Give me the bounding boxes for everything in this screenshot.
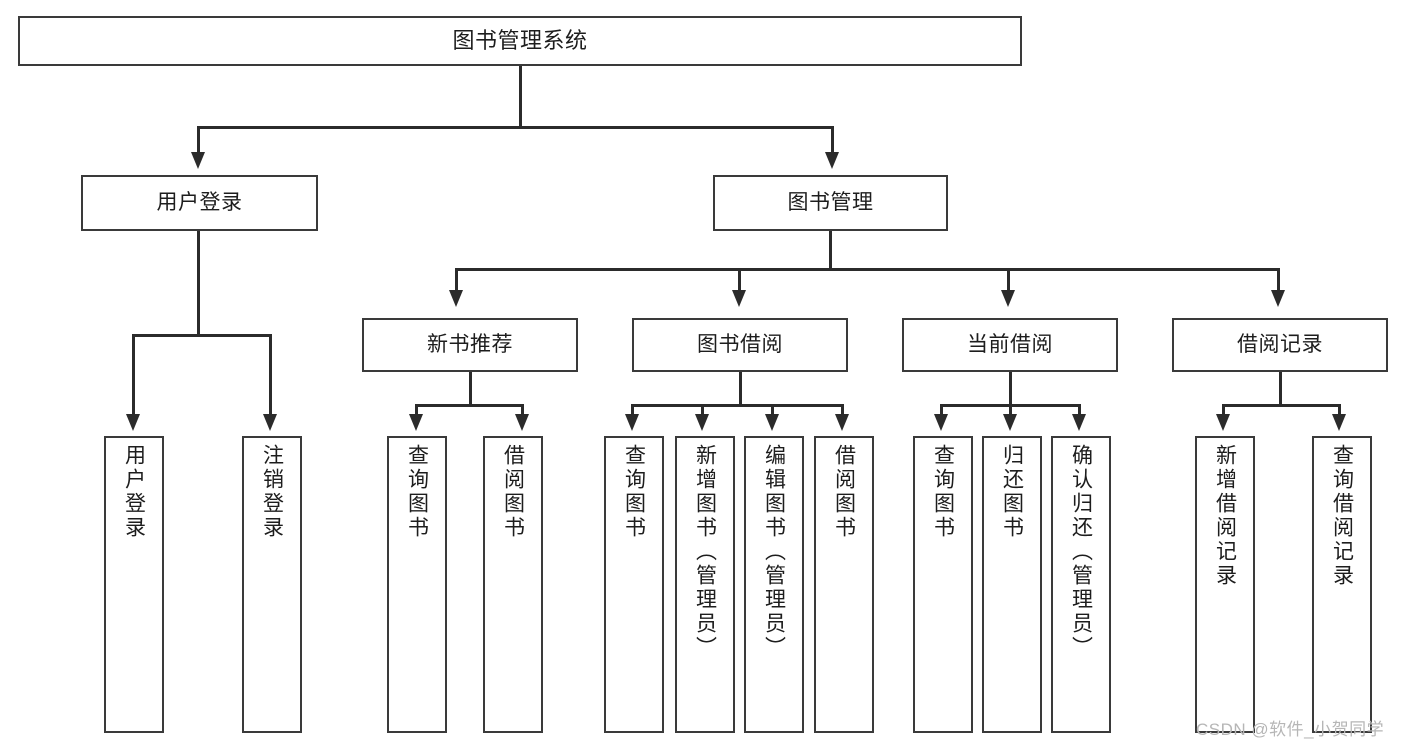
edge-book-manage-drop-3	[1007, 268, 1010, 292]
edge-book-borrow-bar	[631, 404, 844, 407]
edge-borrow-record-stem	[1279, 372, 1282, 406]
arrowhead-new-book-recommend	[449, 290, 463, 307]
edge-root-bar	[197, 126, 834, 129]
edge-book-manage-drop-1	[455, 268, 458, 292]
node-borrow-record[interactable]: 借阅记录	[1172, 318, 1388, 372]
node-label: 图书借阅	[697, 332, 783, 356]
leaf-borrow-book-recommend[interactable]: 借阅图书	[483, 436, 543, 733]
edge-borrow-record-bar	[1222, 404, 1340, 407]
arrowhead-leaf-user-login	[126, 414, 140, 431]
node-label: 新增图书（管理员）	[693, 444, 717, 660]
edge-new-book-drop-2	[521, 404, 524, 416]
edge-current-borrow-stem	[1009, 372, 1012, 406]
arrowhead-leaf-borrow-book-2	[835, 414, 849, 431]
leaf-add-book-admin[interactable]: 新增图书（管理员）	[675, 436, 735, 733]
node-label: 查询图书	[405, 444, 429, 540]
arrowhead-leaf-query-book-1	[409, 414, 423, 431]
leaf-logout[interactable]: 注销登录	[242, 436, 302, 733]
node-label: 图书管理系统	[452, 28, 588, 54]
node-label: 图书管理	[787, 190, 874, 214]
leaf-query-borrow-record[interactable]: 查询借阅记录	[1312, 436, 1372, 733]
leaf-edit-book-admin[interactable]: 编辑图书（管理员）	[744, 436, 804, 733]
edge-book-borrow-drop-3	[771, 404, 774, 416]
edge-user-login-bar	[132, 334, 272, 337]
node-label: 用户登录	[156, 190, 243, 214]
edge-user-login-drop-2	[269, 334, 272, 416]
edge-root-stem	[519, 66, 522, 127]
leaf-add-borrow-record[interactable]: 新增借阅记录	[1195, 436, 1255, 733]
node-label: 新书推荐	[427, 332, 513, 356]
node-user-login[interactable]: 用户登录	[81, 175, 318, 231]
node-label: 确认归还（管理员）	[1069, 444, 1093, 660]
node-label: 借阅图书	[832, 444, 856, 540]
edge-book-borrow-drop-1	[631, 404, 634, 416]
node-book-borrow[interactable]: 图书借阅	[632, 318, 848, 372]
arrowhead-book-borrow	[732, 290, 746, 307]
edge-current-borrow-drop-3	[1078, 404, 1081, 416]
leaf-query-book-recommend[interactable]: 查询图书	[387, 436, 447, 733]
node-label: 归还图书	[1000, 444, 1024, 540]
arrowhead-leaf-add-record	[1216, 414, 1230, 431]
arrowhead-leaf-query-book-2	[625, 414, 639, 431]
arrowhead-leaf-logout	[263, 414, 277, 431]
edge-borrow-record-drop-2	[1338, 404, 1341, 416]
node-label: 借阅图书	[501, 444, 525, 540]
node-current-borrow[interactable]: 当前借阅	[902, 318, 1118, 372]
edge-root-to-book-manage	[831, 126, 834, 154]
edge-book-borrow-drop-4	[841, 404, 844, 416]
arrowhead-user-login	[191, 152, 205, 169]
edge-new-book-bar	[415, 404, 524, 407]
edge-book-manage-stem	[829, 231, 832, 270]
node-new-book-recommend[interactable]: 新书推荐	[362, 318, 578, 372]
node-label: 注销登录	[260, 444, 284, 540]
arrowhead-book-manage	[825, 152, 839, 169]
arrowhead-leaf-query-book-3	[934, 414, 948, 431]
arrowhead-current-borrow	[1001, 290, 1015, 307]
edge-book-manage-bar	[455, 268, 1280, 271]
leaf-confirm-return-admin[interactable]: 确认归还（管理员）	[1051, 436, 1111, 733]
edge-book-borrow-stem	[739, 372, 742, 406]
node-label: 查询借阅记录	[1330, 444, 1354, 588]
node-label: 查询图书	[931, 444, 955, 540]
edge-user-login-stem	[197, 231, 200, 336]
edge-book-borrow-drop-2	[701, 404, 704, 416]
edge-new-book-stem	[469, 372, 472, 406]
leaf-query-book-current[interactable]: 查询图书	[913, 436, 973, 733]
edge-user-login-drop-1	[132, 334, 135, 416]
arrowhead-leaf-confirm-return	[1072, 414, 1086, 431]
edge-root-to-user-login	[197, 126, 200, 154]
node-label: 新增借阅记录	[1213, 444, 1237, 588]
arrowhead-leaf-query-record	[1332, 414, 1346, 431]
edge-current-borrow-drop-1	[940, 404, 943, 416]
arrowhead-borrow-record	[1271, 290, 1285, 307]
node-label: 当前借阅	[967, 332, 1053, 356]
node-label: 用户登录	[122, 444, 146, 540]
edge-borrow-record-drop-1	[1222, 404, 1225, 416]
node-root-system[interactable]: 图书管理系统	[18, 16, 1022, 66]
arrowhead-leaf-edit-book	[765, 414, 779, 431]
edge-book-manage-drop-4	[1277, 268, 1280, 292]
node-label: 查询图书	[622, 444, 646, 540]
arrowhead-leaf-return-book	[1003, 414, 1017, 431]
edge-book-manage-drop-2	[738, 268, 741, 292]
leaf-return-book[interactable]: 归还图书	[982, 436, 1042, 733]
node-label: 编辑图书（管理员）	[762, 444, 786, 660]
arrowhead-leaf-add-book	[695, 414, 709, 431]
node-book-management[interactable]: 图书管理	[713, 175, 948, 231]
edge-current-borrow-drop-2	[1009, 404, 1012, 416]
node-label: 借阅记录	[1237, 332, 1323, 356]
leaf-borrow-book[interactable]: 借阅图书	[814, 436, 874, 733]
edge-new-book-drop-1	[415, 404, 418, 416]
leaf-query-book-borrow[interactable]: 查询图书	[604, 436, 664, 733]
arrowhead-leaf-borrow-book-1	[515, 414, 529, 431]
leaf-user-login[interactable]: 用户登录	[104, 436, 164, 733]
